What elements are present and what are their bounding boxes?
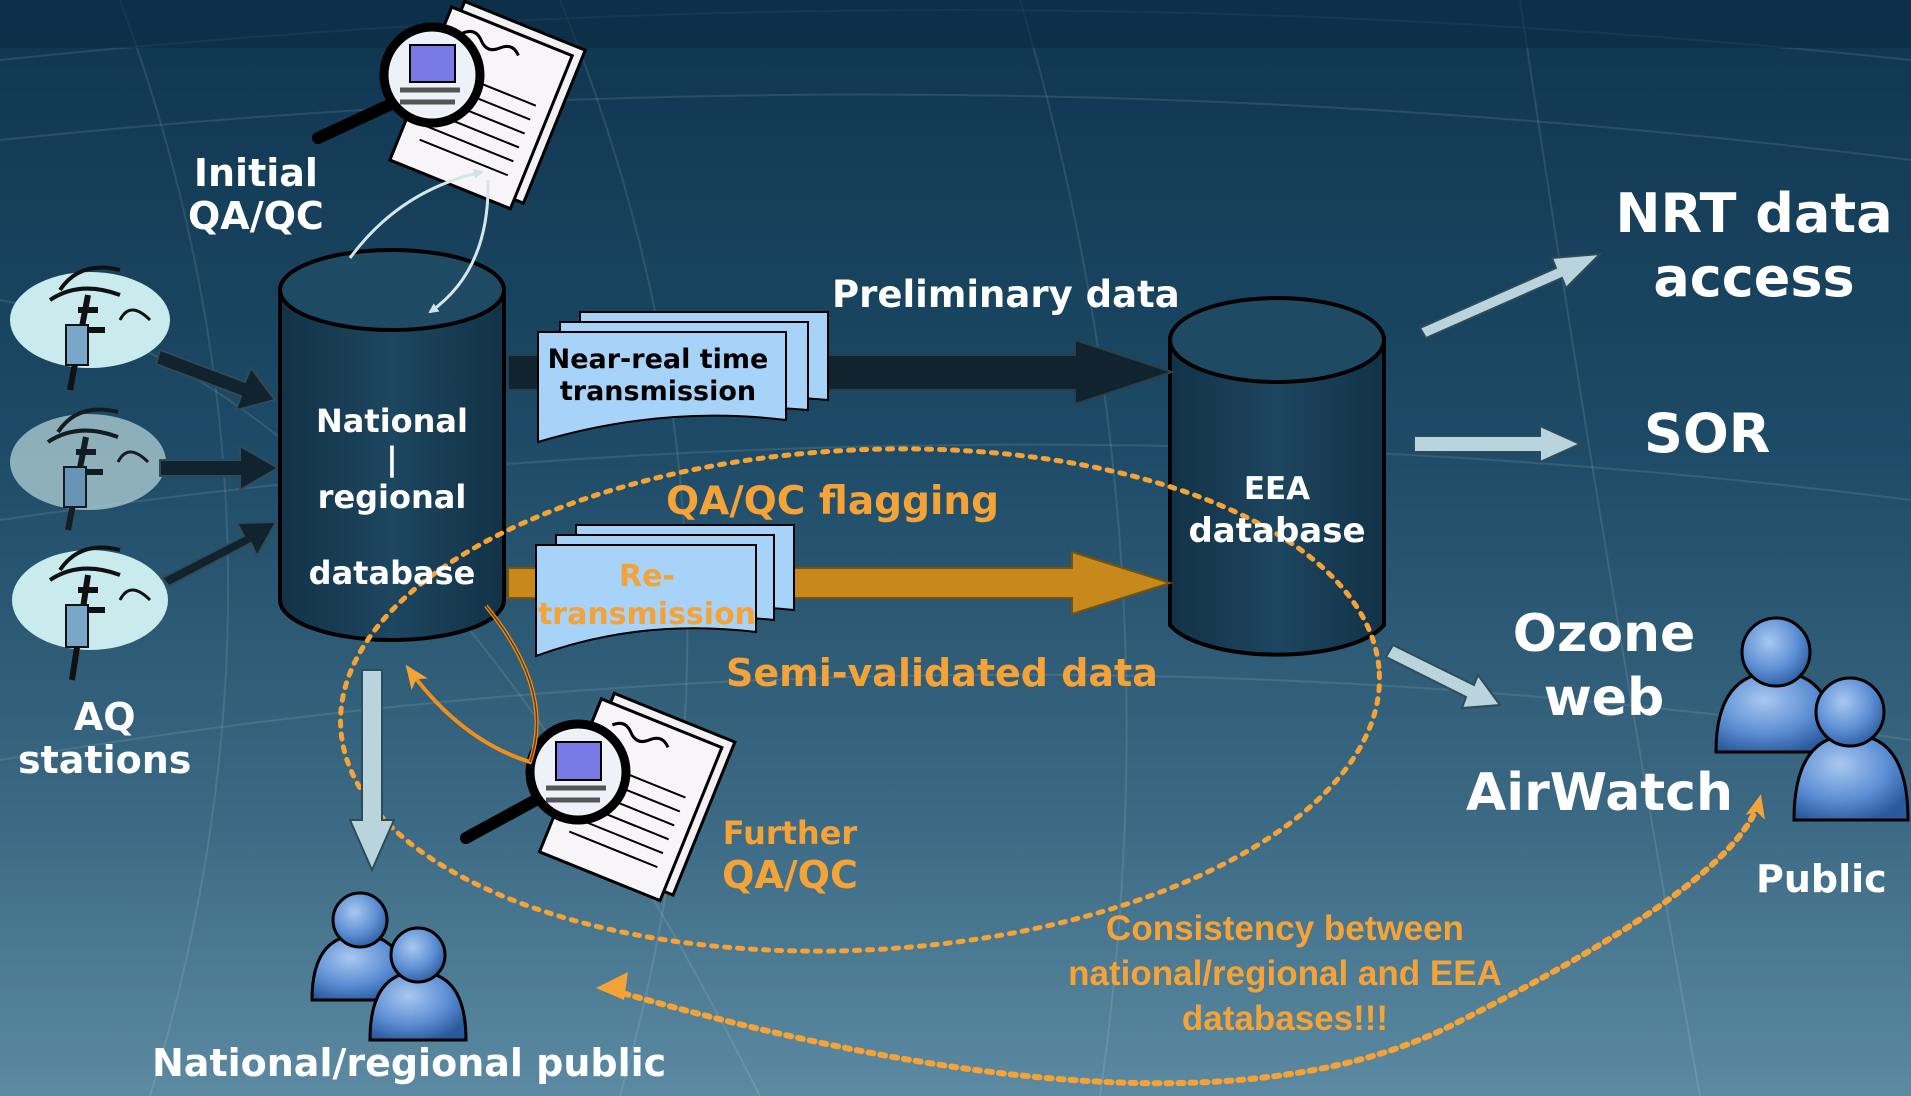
label-line: web bbox=[1543, 668, 1665, 728]
top-banner bbox=[0, 0, 1911, 48]
aq-station-icon bbox=[10, 265, 170, 391]
airwatch-label: AirWatch bbox=[1466, 763, 1734, 823]
label-line: access bbox=[1653, 246, 1855, 309]
consistency-label: Consistency between national/regional an… bbox=[1040, 906, 1530, 1041]
label-line: Consistency between bbox=[1106, 909, 1464, 948]
national-public-label: National/regional public bbox=[152, 1041, 667, 1085]
label-line: databases!!! bbox=[1181, 999, 1389, 1038]
aq-station-icon bbox=[12, 545, 168, 681]
label-line: EEA bbox=[1243, 471, 1311, 507]
consistency-arrow bbox=[609, 794, 1765, 1087]
label-line: Further bbox=[722, 814, 858, 852]
initial-qaqc-label: Initial QA/QC bbox=[188, 152, 324, 237]
aq-stations-label: AQ stations bbox=[18, 696, 191, 781]
label-line: National bbox=[316, 402, 468, 440]
initial-qaqc-curve-arrow bbox=[428, 179, 490, 314]
label-line: transmission bbox=[559, 376, 757, 407]
document-magnifier-icon bbox=[460, 691, 737, 903]
station-arrow bbox=[154, 348, 277, 412]
consistency-arrow-head-left bbox=[596, 972, 628, 1000]
document-magnifier-icon bbox=[312, 0, 588, 211]
label-line: national/regional and EEA bbox=[1068, 954, 1502, 993]
label-line bbox=[308, 516, 476, 554]
eea-database-label: EEA database bbox=[1166, 468, 1388, 552]
sor-arrow bbox=[1413, 424, 1583, 464]
label-line: Initial bbox=[193, 151, 318, 195]
people-icon bbox=[310, 891, 468, 1042]
public-label: Public bbox=[1756, 857, 1887, 901]
label-line: QA/QC bbox=[722, 853, 858, 897]
label-line: database bbox=[1188, 511, 1366, 551]
label-line: Ozone bbox=[1512, 604, 1696, 664]
further-qaqc-label: Further QA/QC bbox=[700, 812, 880, 896]
semi-validated-label: Semi-validated data bbox=[726, 651, 1158, 695]
near-real-time-label: Near-real time transmission bbox=[542, 344, 774, 408]
preliminary-data-label: Preliminary data bbox=[832, 273, 1180, 316]
initial-qaqc-curve-arrow bbox=[348, 168, 484, 259]
national-database-cylinder bbox=[278, 248, 506, 642]
retransmission-label: Re- transmission bbox=[536, 558, 758, 634]
label-line: Re- bbox=[619, 559, 675, 594]
sor-label: SOR bbox=[1644, 402, 1771, 465]
label-line: stations bbox=[18, 737, 192, 782]
near-real-time-document-stack bbox=[537, 311, 829, 444]
qaqc-flagging-label: QA/QC flagging bbox=[666, 479, 1000, 524]
station-arrows bbox=[154, 348, 280, 588]
label-line: | bbox=[386, 440, 398, 478]
label-line: regional bbox=[317, 478, 467, 516]
station-arrow bbox=[159, 444, 280, 492]
ozone-web-arrow bbox=[1384, 643, 1502, 710]
national-database-label: National | regional database bbox=[308, 402, 476, 592]
label-line: transmission bbox=[537, 597, 757, 632]
label-line: Near-real time bbox=[547, 344, 769, 375]
station-arrow bbox=[160, 520, 278, 588]
people-icon bbox=[1714, 616, 1910, 822]
public-down-arrow bbox=[348, 669, 396, 873]
qaqc-scope-ellipse bbox=[338, 446, 1382, 954]
retransmission-document-stack bbox=[535, 524, 795, 658]
label-line: NRT data bbox=[1615, 182, 1893, 245]
nrt-data-access-label: NRT data access bbox=[1604, 182, 1904, 310]
aq-station-icon bbox=[10, 407, 166, 531]
loop-arrow-outline bbox=[485, 605, 538, 763]
label-line: QA/QC bbox=[188, 193, 324, 238]
label-line: AQ bbox=[73, 695, 136, 739]
ozone-web-label: Ozone web bbox=[1494, 602, 1714, 730]
label-line: database bbox=[308, 554, 476, 592]
nrt-access-arrow bbox=[1418, 252, 1603, 340]
